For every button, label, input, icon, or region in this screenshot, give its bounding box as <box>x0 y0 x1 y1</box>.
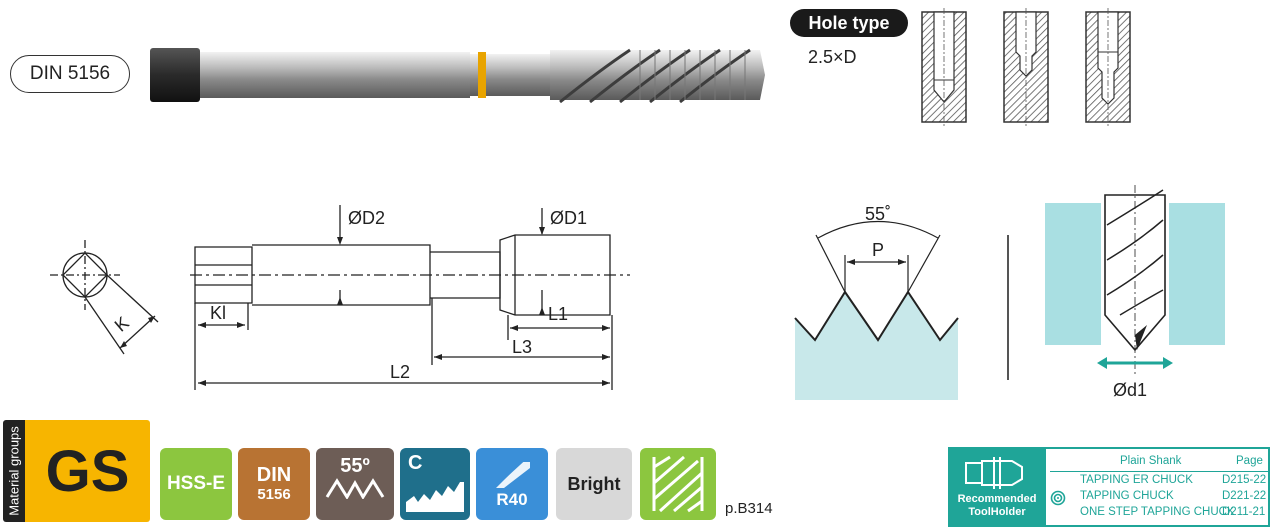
page-reference[interactable]: p.B314 <box>725 500 773 517</box>
drill-in-hole-diagram <box>1045 185 1225 375</box>
chamfer-badge: C <box>400 448 470 520</box>
hss-e-badge: HSS-E <box>160 448 232 520</box>
chamfer-icon <box>406 482 464 512</box>
thread-angle-icon <box>325 478 385 499</box>
chamfer-letter: C <box>408 452 423 474</box>
hole-depth-ratio: 2.5×D <box>808 47 857 67</box>
toolholder-row-2-page[interactable]: D221-22 <box>1222 490 1267 502</box>
tap-dimension-drawing <box>50 205 630 390</box>
toolholder-label-panel: Recommended ToolHolder <box>948 447 1046 527</box>
helix-angle-value: R40 <box>496 490 528 509</box>
angle-label: 55˚ <box>865 204 892 224</box>
l1-label: L1 <box>548 304 569 324</box>
toolholder-row-2-name[interactable]: TAPPING CHUCK <box>1080 490 1174 502</box>
thread-angle-value: 55º <box>340 455 370 477</box>
stepped-hole-icon <box>1003 8 1049 126</box>
standard-label: DIN 5156 <box>10 55 130 93</box>
hole-type-label: Hole type <box>790 9 908 37</box>
d2-label: ØD2 <box>348 208 386 228</box>
din-badge-bottom: 5156 <box>257 486 291 503</box>
tap-tool-image <box>150 48 765 104</box>
material-groups-label: Material groups <box>3 420 25 522</box>
toolholder-header-name: Plain Shank <box>1120 455 1182 467</box>
din-badge: DIN 5156 <box>238 448 310 520</box>
din-badge-top: DIN <box>256 464 292 486</box>
spiral-thread-icon <box>652 455 704 513</box>
blind-hole-icon <box>921 8 967 126</box>
toolholder-row-3-page[interactable]: D211-21 <box>1222 506 1266 518</box>
toolholder-header-rule <box>1050 471 1268 472</box>
spiral-thread-badge <box>640 448 716 520</box>
toolholder-row-3-name[interactable]: ONE STEP TAPPING CHUCK <box>1080 506 1235 518</box>
l3-label: L3 <box>512 337 533 357</box>
l2-label: L2 <box>390 362 411 382</box>
helix-angle-badge: R40 <box>476 448 548 520</box>
toolholder-label-line1: Recommended <box>957 493 1037 505</box>
material-code-badge: GS <box>25 420 150 522</box>
surface-finish-badge: Bright <box>556 448 632 520</box>
toolholder-row-1-name[interactable]: TAPPING ER CHUCK <box>1080 474 1193 486</box>
thread-angle-badge: 55º <box>316 448 394 520</box>
divider <box>1007 235 1009 380</box>
thread-profile-diagram <box>794 220 959 400</box>
toolholder-icon <box>965 457 1023 489</box>
toolholder-row-1-page[interactable]: D215-22 <box>1222 474 1267 486</box>
d1-label: ØD1 <box>550 208 588 228</box>
pitch-label: P <box>872 240 885 260</box>
toolholder-label-line2: ToolHolder <box>968 506 1026 518</box>
drill-diameter-label: Ød1 <box>1113 380 1148 400</box>
spiral-flute-icon <box>496 459 530 488</box>
toolholder-header-page: Page <box>1236 455 1263 467</box>
kl-label: Kl <box>210 303 227 323</box>
hole-type-diagrams <box>921 8 1131 126</box>
tapping-chuck-icon <box>1050 490 1066 506</box>
long-stepped-hole-icon <box>1085 8 1131 126</box>
